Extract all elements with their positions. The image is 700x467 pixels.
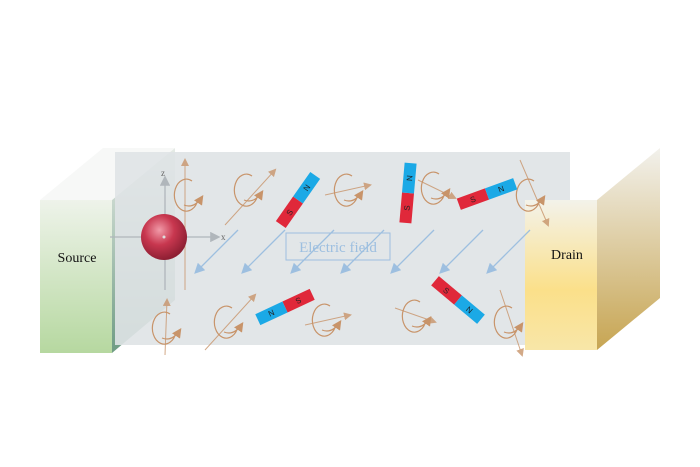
- magnet-south-pole: [282, 288, 315, 313]
- north-pole-label: N: [497, 184, 506, 195]
- rotation-arrow: [173, 178, 202, 212]
- rotation-arrow: [515, 178, 544, 212]
- field-arrow: [486, 229, 531, 274]
- electric-field-label: Electric field: [299, 240, 377, 256]
- source-front-face: [40, 200, 112, 353]
- channel: [115, 152, 570, 345]
- magnet-north-pole: [484, 178, 518, 200]
- spin-axis-arrow: [224, 168, 277, 226]
- south-pole-label: S: [294, 295, 303, 305]
- rotation-arrow: [333, 173, 362, 207]
- magnet-south-pole: [275, 196, 303, 229]
- north-pole-label: N: [405, 175, 414, 182]
- north-pole-label: N: [266, 308, 275, 319]
- drain-electrode: [525, 148, 660, 350]
- south-pole-label: S: [285, 208, 295, 218]
- field-arrow: [194, 229, 239, 274]
- south-pole-label: S: [402, 205, 411, 211]
- drain-front-face: [525, 200, 597, 350]
- bar-magnet: SN: [275, 171, 321, 229]
- field-arrow: [241, 229, 286, 274]
- source-label: Source: [58, 251, 97, 266]
- field-arrow: [390, 229, 435, 274]
- south-pole-label: S: [469, 194, 477, 204]
- south-pole-label: S: [441, 286, 451, 296]
- rotation-arrow: [233, 173, 262, 207]
- drain-side-face: [597, 148, 660, 350]
- bar-magnet: SN: [431, 276, 485, 324]
- field-arrow: [439, 229, 484, 274]
- magnet-south-pole: [399, 192, 414, 224]
- drain-label: Drain: [551, 248, 583, 263]
- spin-axis-arrow: [204, 293, 257, 351]
- rotation-arrow: [420, 171, 449, 205]
- north-pole-label: N: [302, 183, 313, 193]
- x-axis-label: x: [221, 232, 226, 242]
- field-arrow: [290, 229, 335, 274]
- rotation-arrow: [493, 305, 522, 339]
- magnet-south-pole: [456, 188, 490, 210]
- rotation-arrow: [213, 305, 242, 339]
- spin-axis-arrow: [519, 159, 550, 227]
- field-arrow: [340, 229, 385, 274]
- bar-magnet: SN: [399, 162, 417, 224]
- bar-magnet: SN: [255, 288, 315, 326]
- magnet-north-pole: [293, 171, 321, 204]
- electric-field-label-box: [285, 232, 391, 261]
- magnet-south-pole: [431, 276, 462, 305]
- spin-axis-arrow: [162, 298, 171, 356]
- rotation-arrow: [311, 303, 340, 337]
- rotation-arrow: [151, 311, 180, 345]
- magnet-north-pole: [255, 301, 288, 326]
- spin-axis-arrow: [499, 289, 524, 357]
- magnet-north-pole: [454, 295, 485, 324]
- rotation-arrow: [401, 299, 430, 333]
- z-axis-label: z: [161, 168, 165, 178]
- magnet-north-pole: [402, 162, 417, 194]
- particle-center: [162, 235, 166, 239]
- north-pole-label: N: [464, 305, 474, 316]
- bar-magnet: SN: [456, 178, 518, 210]
- spin-arrows: [151, 158, 550, 357]
- electric-field-arrows: [194, 229, 531, 274]
